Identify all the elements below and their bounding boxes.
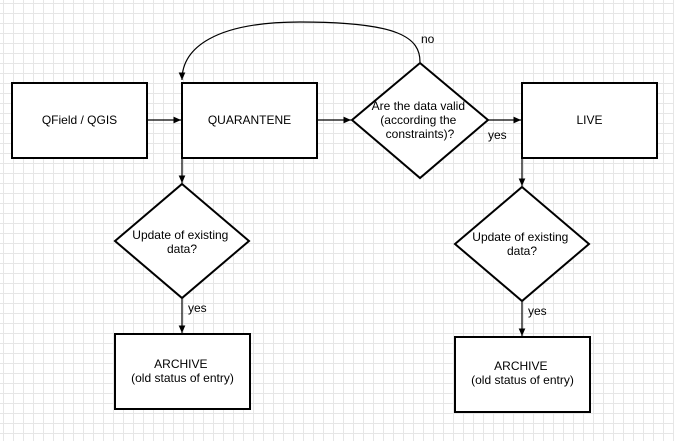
node-archive-left: ARCHIVE (old status of entry)	[114, 333, 251, 410]
node-label: Update of existing data?	[132, 228, 231, 256]
edge-label-yes-archive-left: yes	[188, 301, 207, 315]
node-qfield-qgis: QField / QGIS	[11, 82, 148, 159]
decision-update-left: Update of existing data?	[113, 182, 251, 300]
node-quarantene: QUARANTENE	[181, 82, 318, 159]
edge-label-yes-live: yes	[488, 128, 507, 142]
node-label: LIVE	[576, 113, 602, 127]
node-live: LIVE	[521, 82, 658, 159]
node-archive-right: ARCHIVE (old status of entry)	[454, 336, 591, 413]
decision-update-right: Update of existing data?	[453, 185, 591, 303]
node-label: ARCHIVE (old status of entry)	[131, 357, 234, 385]
node-label: Are the data valid (according the constr…	[372, 99, 469, 141]
edge-label-yes-archive-right: yes	[528, 304, 547, 318]
node-label: QField / QGIS	[42, 113, 117, 127]
node-label: ARCHIVE (old status of entry)	[471, 359, 574, 387]
edge-label-no: no	[421, 32, 435, 46]
decision-data-valid: Are the data valid (according the constr…	[350, 61, 490, 180]
node-label: QUARANTENE	[208, 113, 291, 127]
edge-valid-no-loop	[178, 21, 421, 81]
node-label: Update of existing data?	[472, 230, 571, 258]
